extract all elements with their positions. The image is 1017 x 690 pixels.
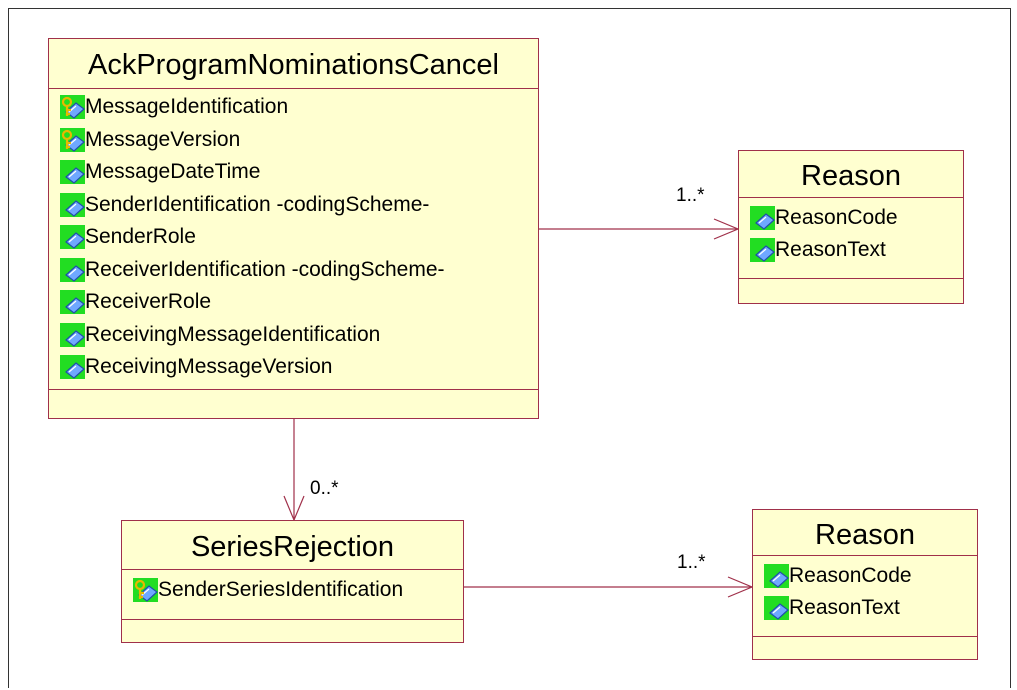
attribute-row[interactable]: ReceiverIdentification -codingScheme- xyxy=(49,254,538,287)
attribute-row[interactable]: MessageVersion xyxy=(49,124,538,157)
attribute-row[interactable]: SenderIdentification -codingScheme- xyxy=(49,189,538,222)
attribute-row[interactable]: SenderSeriesIdentification xyxy=(122,574,463,606)
attribute-row[interactable]: SenderRole xyxy=(49,221,538,254)
attribute-label: SenderSeriesIdentification xyxy=(158,578,404,601)
class-name: Reason xyxy=(753,510,977,556)
multiplicity-label-series-reason: 1..* xyxy=(677,552,706,573)
class-name: SeriesRejection xyxy=(122,521,463,570)
attribute-label: ReceiverIdentification -codingScheme- xyxy=(85,257,445,281)
attribute-label: ReceivingMessageIdentification xyxy=(85,322,381,346)
attribute-icon xyxy=(60,290,85,315)
attribute-row[interactable]: ReasonText xyxy=(753,592,977,624)
attribute-label: MessageDateTime xyxy=(85,160,261,184)
diagram-frame xyxy=(8,8,1011,688)
attribute-row[interactable]: ReceivingMessageVersion xyxy=(49,351,538,384)
attribute-label: ReasonText xyxy=(789,596,900,619)
multiplicity-label-ack-series: 0..* xyxy=(310,478,339,499)
attribute-label: MessageIdentification xyxy=(85,95,289,119)
attribute-row[interactable]: ReasonText xyxy=(739,234,963,266)
multiplicity-label-ack-reason: 1..* xyxy=(676,185,705,206)
class-name: Reason xyxy=(739,151,963,198)
attribute-icon xyxy=(750,238,775,262)
attribute-row[interactable]: ReasonCode xyxy=(739,202,963,234)
attribute-row[interactable]: ReceivingMessageIdentification xyxy=(49,319,538,352)
attribute-label: ReasonText xyxy=(775,238,886,261)
operation-compartment xyxy=(49,390,538,418)
attribute-label: ReceiverRole xyxy=(85,290,212,314)
attribute-icon xyxy=(60,322,85,347)
attribute-row[interactable]: ReceiverRole xyxy=(49,286,538,319)
attribute-icon xyxy=(60,160,85,185)
attribute-label: ReasonCode xyxy=(789,564,912,587)
attribute-row[interactable]: MessageDateTime xyxy=(49,156,538,189)
attribute-label: MessageVersion xyxy=(85,127,241,151)
attribute-compartment: SenderSeriesIdentification xyxy=(122,570,463,620)
attribute-label: SenderRole xyxy=(85,225,196,249)
key-attribute-icon xyxy=(60,127,85,152)
attribute-icon xyxy=(750,206,775,230)
attribute-label: SenderIdentification -codingScheme- xyxy=(85,192,430,216)
operation-compartment xyxy=(122,620,463,642)
class-ack-program-nominations-cancel[interactable]: AckProgramNominationsCancel MessageIdent… xyxy=(48,38,539,419)
attribute-icon xyxy=(60,355,85,380)
attribute-icon xyxy=(764,596,789,620)
attribute-row[interactable]: MessageIdentification xyxy=(49,91,538,124)
attribute-icon xyxy=(764,564,789,588)
key-attribute-icon xyxy=(133,578,158,602)
class-name: AckProgramNominationsCancel xyxy=(49,39,538,89)
attribute-icon xyxy=(60,225,85,250)
class-series-rejection[interactable]: SeriesRejection SenderSeriesIdentificati… xyxy=(121,520,464,643)
attribute-label: ReasonCode xyxy=(775,206,898,229)
attribute-icon xyxy=(60,192,85,217)
key-attribute-icon xyxy=(60,95,85,120)
operation-compartment xyxy=(739,279,963,303)
attribute-row[interactable]: ReasonCode xyxy=(753,560,977,592)
attribute-icon xyxy=(60,257,85,282)
attribute-label: ReceivingMessageVersion xyxy=(85,355,333,379)
operation-compartment xyxy=(753,637,977,659)
